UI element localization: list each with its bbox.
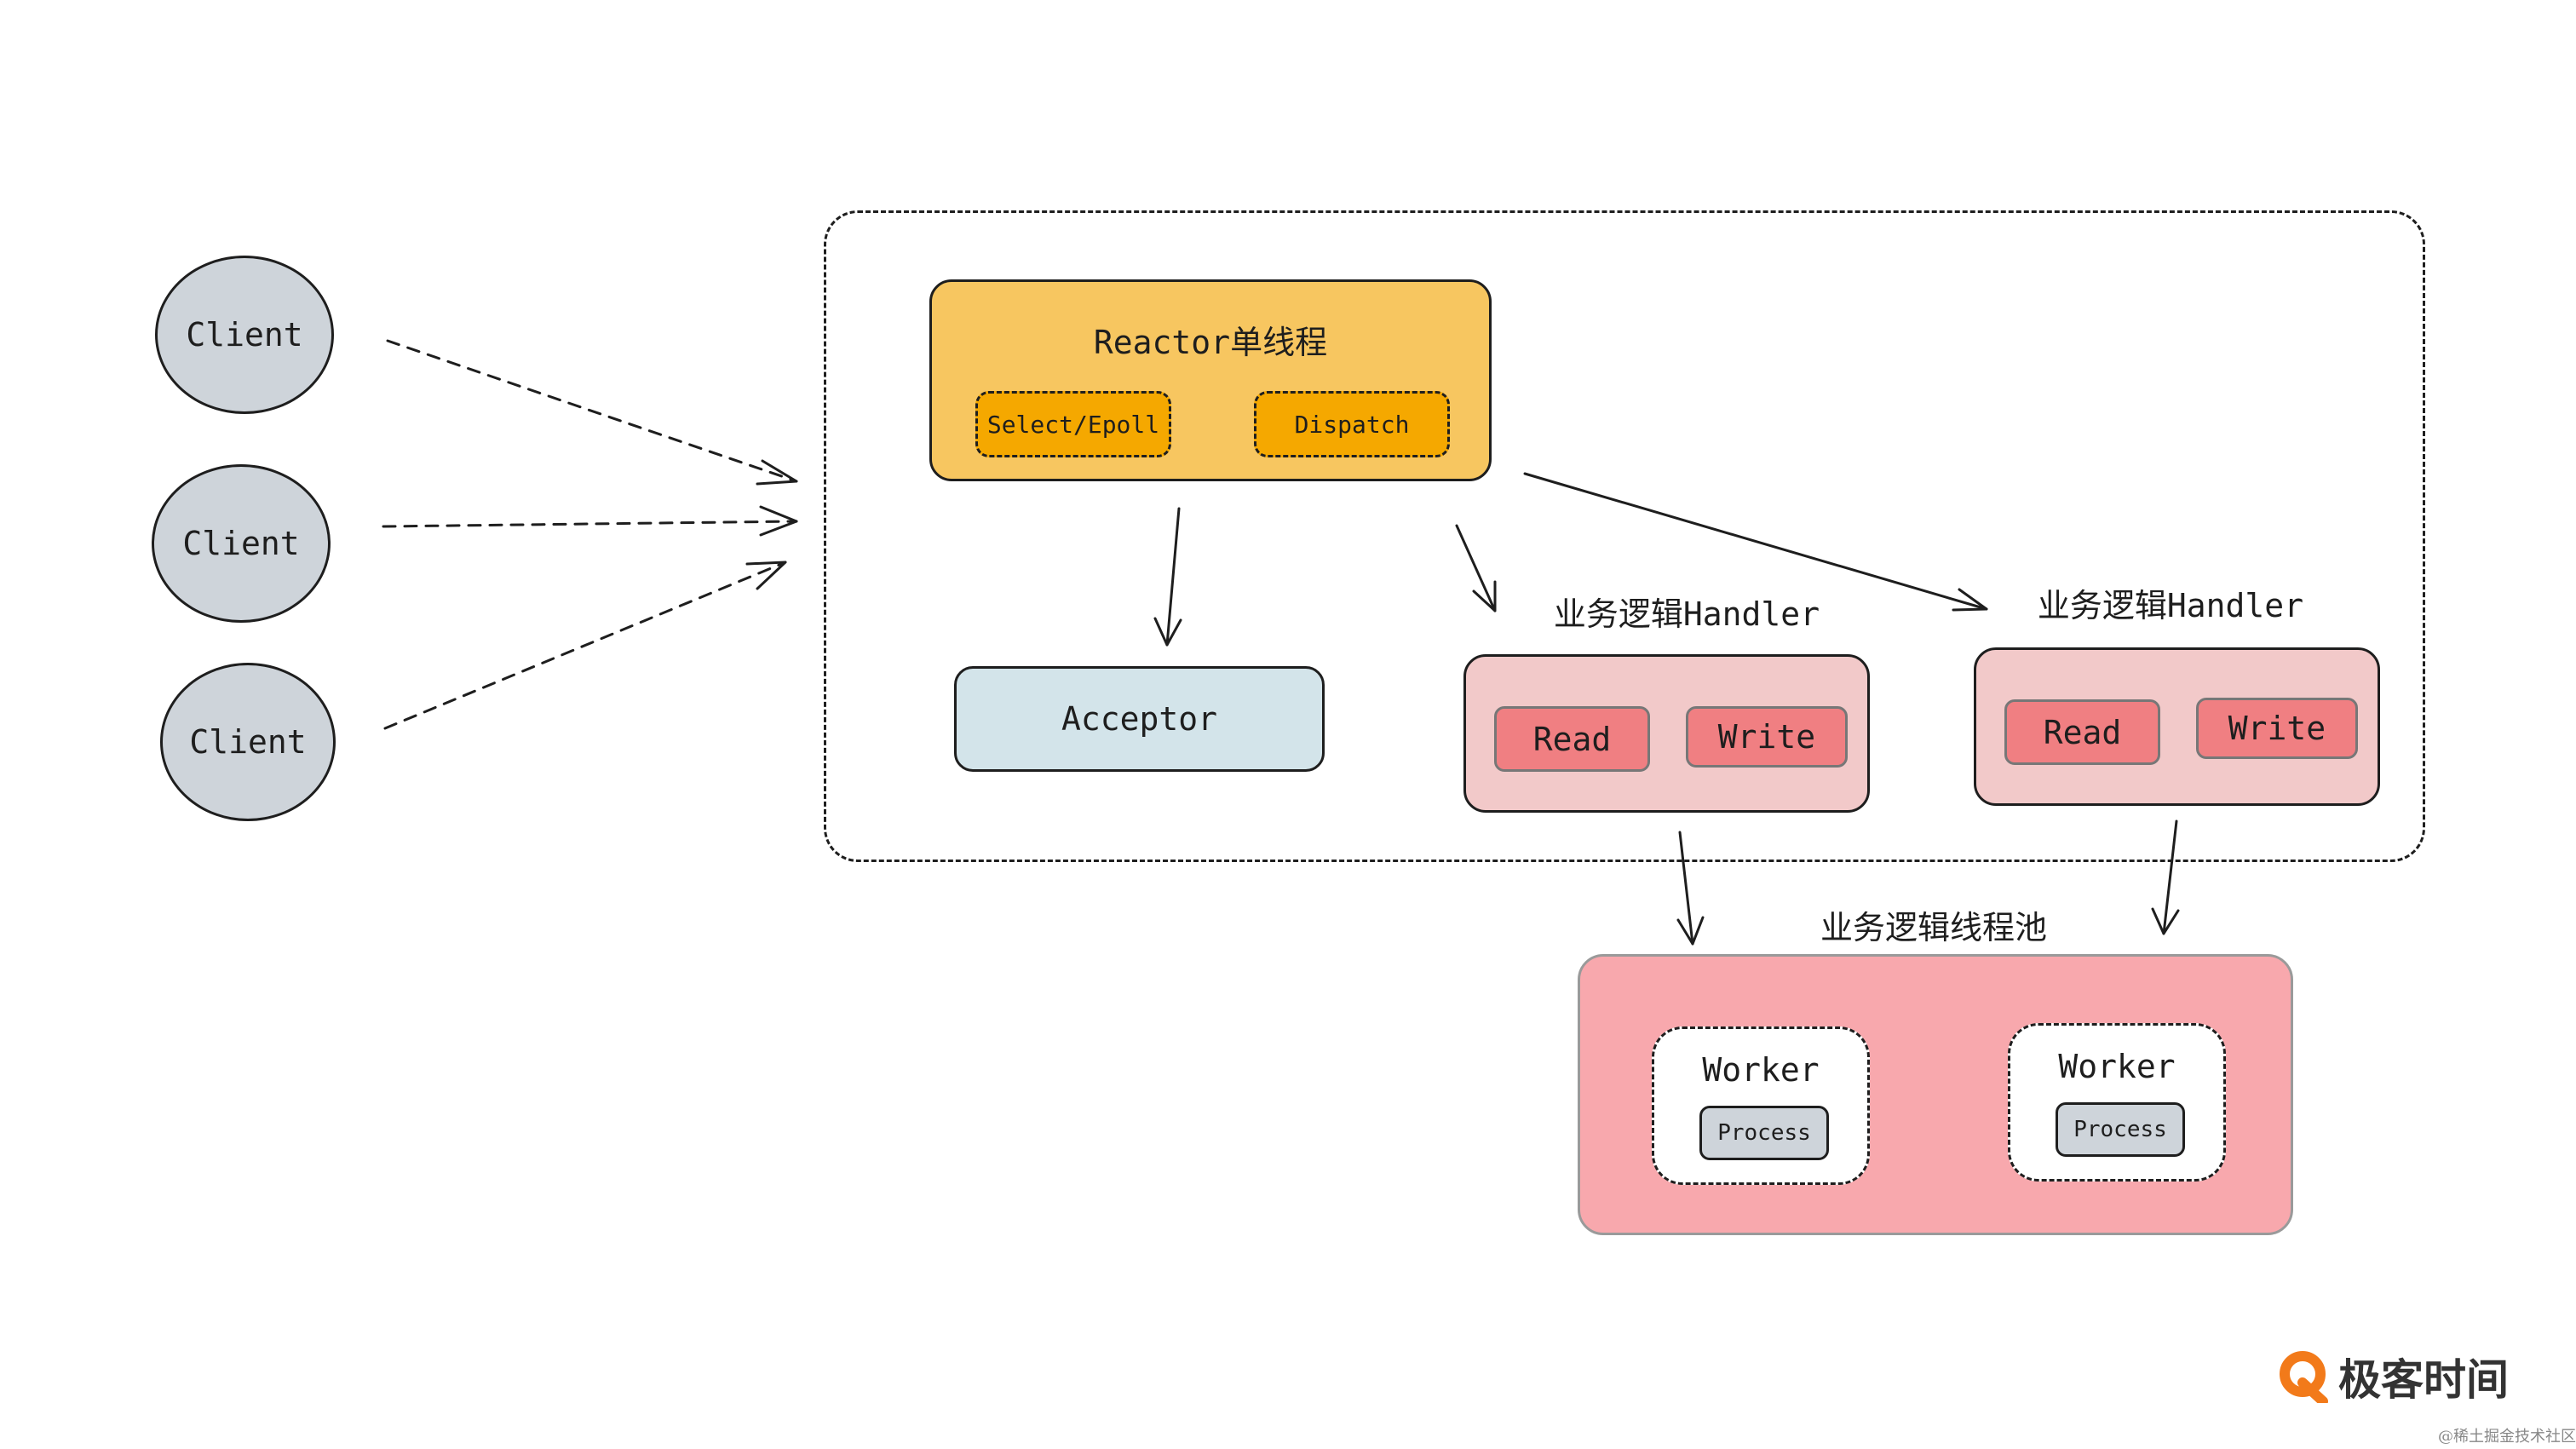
reactor-to-handler-2-arrowhead [1952,588,1988,612]
worker-1: Worker Process [1652,1026,1870,1185]
client-label: Client [182,525,300,562]
reactor-to-handler-2-arrow [1523,472,1988,611]
reactor-process-frame [824,210,2425,862]
handler-1-to-pool-arrow [1678,831,1694,946]
reactor-to-acceptor-arrow [1165,507,1181,647]
client-node-2: Client [152,464,331,623]
client-node-3: Client [160,663,336,821]
handler-1-read-button: Read [1494,706,1650,772]
handler-1-box: Read Write [1463,654,1870,813]
client-1-arrow [386,339,798,483]
worker-2-process: Process [2056,1102,2185,1157]
acceptor-box: Acceptor [954,666,1325,772]
brand-logo-icon [2280,1351,2328,1403]
handler-2-to-pool-arrowhead [2151,907,2180,935]
dispatch-chip: Dispatch [1254,391,1450,457]
client-3-arrowhead [745,561,787,590]
client-label: Client [189,723,307,761]
client-3-arrow [383,561,787,730]
client-2-arrowhead [759,505,798,537]
select-epoll-chip: Select/Epoll [975,391,1171,457]
handler-2-to-pool-arrow [2162,819,2178,935]
worker-1-title: Worker [1702,1051,1820,1089]
watermark-text: @稀土掘金技术社区 [2438,1428,2576,1446]
reactor-to-handler-1-arrow [1455,524,1497,612]
reactor-to-handler-1-arrowhead [1472,580,1497,612]
client-node-1: Client [155,256,334,414]
brand-logo: 极客时间 [2279,1346,2509,1407]
thread-pool-label: 业务逻辑线程池 [1820,909,2047,946]
handler-1-write-button: Write [1686,706,1848,768]
handler-2-read-button: Read [2004,699,2160,765]
handler-1-to-pool-arrowhead [1676,916,1705,946]
reactor-to-acceptor-arrowhead [1153,617,1182,647]
handler-1-label: 业务逻辑Handler [1553,595,1820,633]
brand-logo-text: 极客时间 [2338,1355,2509,1405]
handler-2-write-button: Write [2196,698,2358,759]
worker-1-process: Process [1699,1106,1829,1160]
worker-2-title: Worker [2058,1048,2176,1085]
client-1-arrowhead [756,459,798,486]
handler-2-box: Read Write [1974,647,2380,806]
client-label: Client [186,316,303,354]
handler-2-label: 业务逻辑Handler [2037,587,2304,624]
reactor-title: Reactor单线程 [1093,324,1328,361]
worker-2: Worker Process [2008,1023,2226,1182]
thread-pool-box: Worker Process Worker Process [1578,954,2293,1235]
reactor-single-thread-box: Reactor单线程 Select/Epoll Dispatch [929,279,1492,481]
client-2-arrow [382,520,798,528]
